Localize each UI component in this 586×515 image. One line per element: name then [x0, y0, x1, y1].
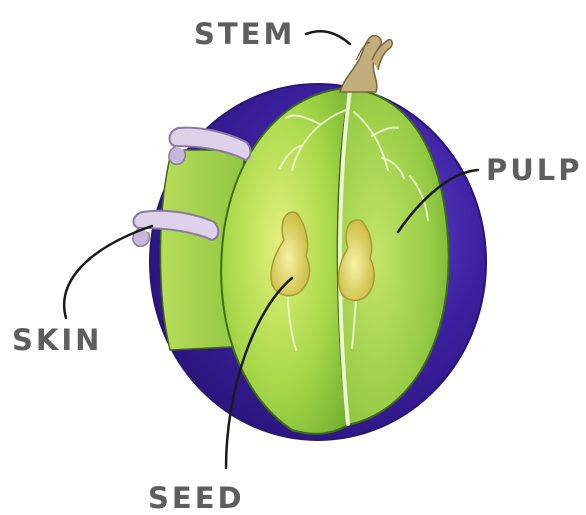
label-pulp: PULP [486, 156, 583, 185]
label-seed: SEED [148, 484, 245, 513]
stem-leader-line [306, 31, 350, 44]
label-skin: SKIN [12, 326, 102, 355]
skin-flap-curl [169, 146, 185, 164]
label-stem: STEM [194, 20, 295, 49]
